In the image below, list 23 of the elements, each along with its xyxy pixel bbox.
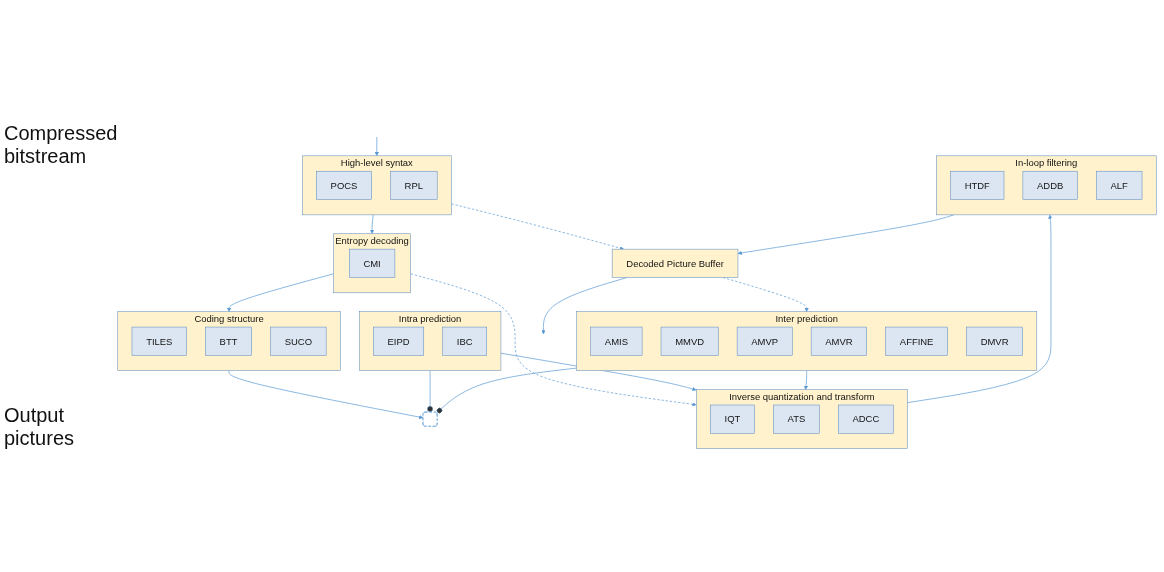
node-box: Decoded Picture Buffer <box>611 249 739 278</box>
node-box: ALF <box>1096 171 1143 201</box>
node-box: AFFINE <box>885 327 948 356</box>
node-box: ADDB <box>1022 171 1078 201</box>
node-box: DMVR <box>966 327 1023 356</box>
flow-label: Output pictures <box>4 404 76 450</box>
node-box: ATS <box>773 405 820 434</box>
node-box: BTT <box>205 327 252 356</box>
node-box: HTDF <box>950 171 1005 201</box>
node-box: RPL <box>390 171 438 201</box>
flow-label: Compressed bitstream <box>4 122 114 168</box>
node-box: IQT <box>710 405 755 434</box>
node-box: MMVD <box>660 327 719 356</box>
node-box: CMI <box>349 249 396 278</box>
node-box: ADCC <box>838 405 894 434</box>
node-box: AMVP <box>736 327 793 356</box>
node-box: POCS <box>316 171 372 201</box>
node-box: IBC <box>442 327 487 356</box>
node-box: EIPD <box>373 327 425 356</box>
node-box: AMIS <box>590 327 643 356</box>
node-box: TILES <box>131 327 187 356</box>
node-box: SUCO <box>270 327 327 356</box>
node-box: AMVR <box>810 327 867 356</box>
